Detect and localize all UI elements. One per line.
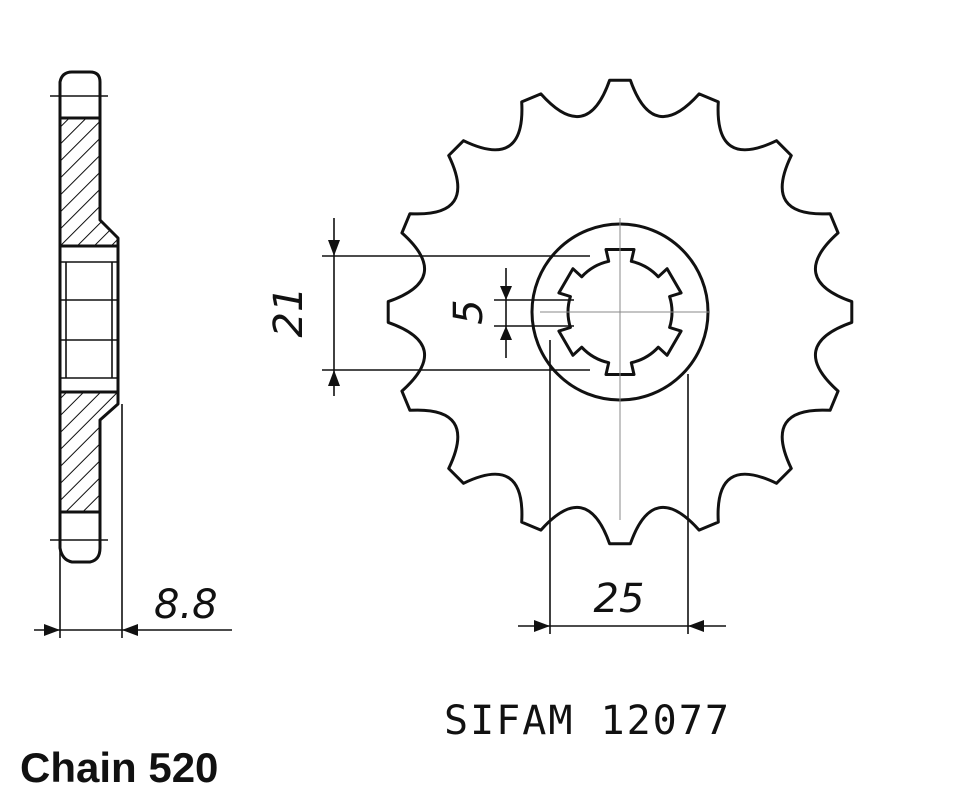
bore-dimension-label: 25 — [594, 576, 645, 622]
bore-dimension: 25 — [518, 340, 726, 634]
chain-label: Chain 520 — [20, 744, 218, 791]
spline-across-label: 21 — [266, 287, 312, 338]
lower-hatched-section — [58, 390, 120, 514]
sprocket-outline — [386, 78, 854, 546]
spline-width-label: 5 — [446, 299, 492, 324]
top-tooth-profile — [58, 70, 102, 118]
width-dimension-label: 8.8 — [154, 582, 218, 628]
upper-hatched-section — [58, 116, 120, 248]
bottom-tooth-profile — [58, 512, 102, 564]
spline-width-dimension: 5 — [446, 268, 574, 358]
front-view — [386, 78, 854, 546]
hub-outline — [58, 246, 120, 392]
reference-label: SIFAM 12077 — [444, 698, 731, 744]
spline-bore — [557, 248, 683, 376]
side-section-view: 8.8 — [34, 70, 232, 638]
spline-across-dimension: 21 — [266, 218, 590, 396]
